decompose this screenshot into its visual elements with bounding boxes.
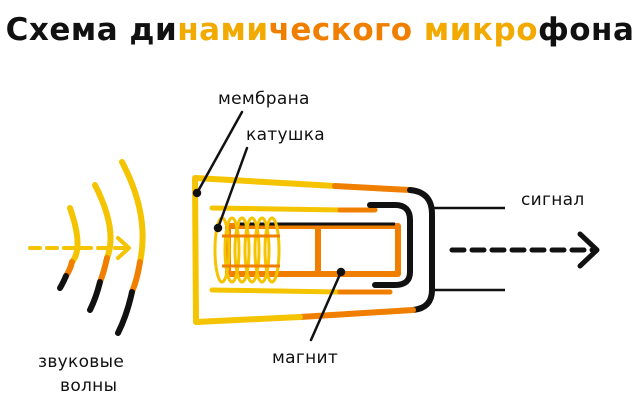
wave-2-black: [87, 279, 103, 313]
signal-label: сигнал: [521, 190, 585, 210]
coil-frame: [209, 202, 413, 295]
membrane-line: [192, 177, 199, 323]
coil-leader: [216, 146, 249, 230]
wave-3-yellow: [119, 159, 146, 265]
coil-label: катушка: [246, 125, 325, 145]
signal-arrow: [449, 231, 600, 269]
sound-waves-label-line1: звуковые: [38, 352, 125, 372]
wave-3-orange: [129, 259, 143, 295]
leader-lines: [192, 110, 346, 342]
wave-1-black: [57, 273, 69, 291]
sound-waves-label-line2: волны: [60, 376, 118, 396]
title-part-3: ческого: [268, 12, 413, 48]
wave-2-yellow: [92, 182, 114, 261]
coil-orange-band: [222, 234, 280, 268]
title-part-5: фона: [538, 12, 635, 48]
diagram-title: Схема динамического микрофона: [0, 12, 640, 48]
title-part-2: нами: [177, 12, 269, 48]
membrane-leader: [195, 110, 244, 195]
wave-3-black: [115, 289, 135, 336]
sound-waves: [57, 159, 146, 336]
coil-loops: [213, 216, 281, 284]
title-part-4: микро: [412, 12, 538, 48]
membrane-label: мембрана: [218, 89, 310, 109]
title-part-1: Схема ди: [5, 12, 178, 48]
output-wires: [432, 206, 505, 292]
magnet-leader: [309, 270, 343, 342]
magnet-label: магнит: [272, 348, 339, 368]
incoming-arrow: [28, 236, 131, 260]
wave-2-orange: [97, 255, 110, 285]
microphone-body: [192, 175, 435, 325]
wave-1-yellow: [67, 205, 81, 265]
